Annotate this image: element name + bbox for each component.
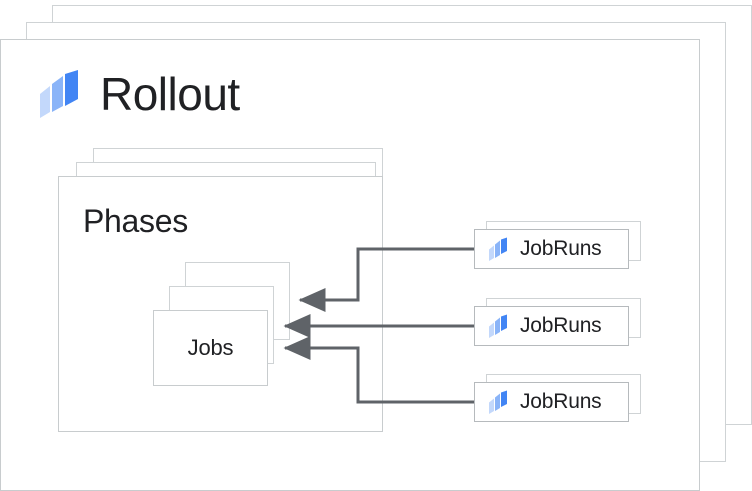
- jobruns-card-front-2[interactable]: JobRuns: [474, 306, 629, 346]
- jobruns-label-1: JobRuns: [520, 237, 602, 260]
- jobruns-card-front-3[interactable]: JobRuns: [474, 382, 629, 422]
- jobrun-logo-icon: [488, 390, 510, 415]
- jobruns-card-front-1[interactable]: JobRuns: [474, 229, 629, 269]
- jobs-label: Jobs: [187, 335, 234, 360]
- jobruns-label-3: JobRuns: [520, 390, 602, 413]
- jobrun-logo-icon: [488, 237, 510, 262]
- rollout-title-row: Rollout: [38, 63, 240, 125]
- rollout-logo-icon: [38, 68, 84, 120]
- phases-label: Phases: [83, 203, 188, 239]
- jobs-card-front[interactable]: [153, 310, 268, 386]
- jobrun-logo-icon: [488, 314, 510, 339]
- jobruns-label-2: JobRuns: [520, 314, 602, 337]
- rollout-label: Rollout: [100, 68, 240, 120]
